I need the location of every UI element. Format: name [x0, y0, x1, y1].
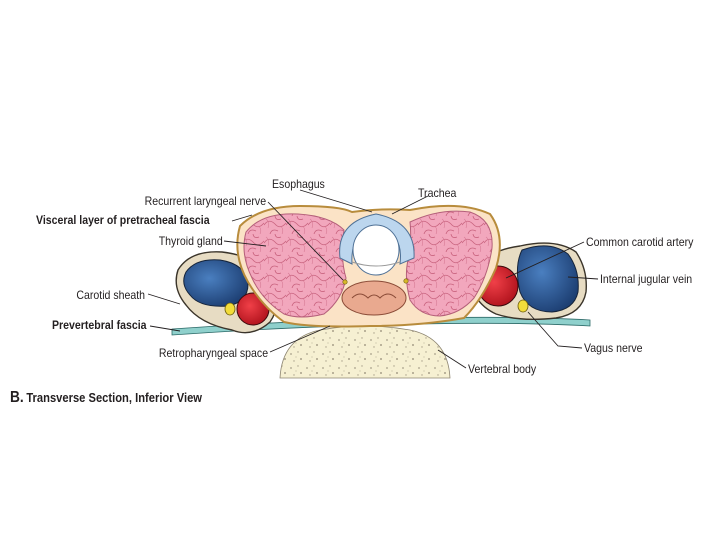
label-trachea: Trachea [418, 186, 457, 200]
leader-thyroid-gland [223, 240, 267, 247]
leader-common-carotid-artery [505, 241, 585, 279]
label-internal-jugular-vein: Internal jugular vein [600, 272, 693, 286]
left-recurrent-laryngeal-nerve [342, 279, 348, 285]
label-esophagus: Esophagus [272, 177, 325, 191]
trachea-lumen [352, 224, 400, 276]
label-common-carotid-artery: Common carotid artery [586, 235, 694, 249]
leader-prevertebral-fascia [149, 325, 181, 332]
caption-text: Transverse Section, Inferior View [26, 390, 202, 405]
right-thyroid-lobe [405, 210, 493, 317]
vertebral-body-shape [279, 325, 451, 379]
leader-carotid-sheath [147, 293, 181, 305]
leader-recurrent-laryngeal-nerve [267, 201, 344, 281]
leader-esophagus [299, 189, 373, 213]
label-vertebral-body: Vertebral body [468, 362, 537, 376]
leader-trachea [391, 195, 429, 215]
esophagus-lumen [351, 293, 397, 299]
trachealis-muscle [351, 261, 401, 267]
left-vagus-nerve [224, 302, 236, 316]
label-visceral-layer: Visceral layer of pretracheal fascia [36, 213, 210, 227]
leader-vertebral-body [437, 349, 467, 369]
esophagus-shape [341, 280, 407, 316]
label-recurrent-laryngeal-nerve: Recurrent laryngeal nerve [144, 194, 266, 208]
left-thyroid-lobe [243, 213, 347, 318]
label-thyroid-gland: Thyroid gland [159, 234, 223, 248]
caption-letter: B. [10, 389, 24, 406]
label-retropharyngeal-space: Retropharyngeal space [158, 346, 268, 360]
label-carotid-sheath: Carotid sheath [76, 288, 145, 302]
figure-caption: B.Transverse Section, Inferior View [10, 389, 202, 407]
right-internal-jugular-vein [516, 245, 579, 313]
label-vagus-nerve: Vagus nerve [584, 341, 643, 355]
leader-visceral-layer [231, 214, 253, 222]
leader-lines [147, 189, 599, 369]
right-vagus-nerve [517, 299, 529, 313]
leader-vagus-nerve [527, 311, 583, 349]
leader-retropharyngeal-space [269, 325, 331, 353]
leader-internal-jugular-vein [567, 276, 599, 280]
right-recurrent-laryngeal-nerve [403, 278, 409, 284]
label-prevertebral-fascia: Prevertebral fascia [52, 318, 147, 332]
